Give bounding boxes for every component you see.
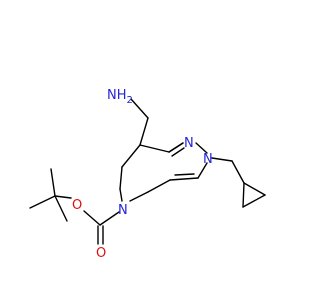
amine-label: NH2 [107,88,133,106]
bond [119,166,123,190]
bond [242,194,266,208]
carbonyl-o-label: O [96,246,106,261]
ester-o-label: O [72,198,82,213]
bond [129,191,149,202]
bond [83,210,101,226]
bond [243,182,266,196]
bond [168,142,184,153]
bond [231,160,245,184]
bond [242,182,245,208]
pyrazole-n1-label: N [184,136,194,151]
double-bond-layer [97,142,195,245]
atom-labels: NH2 N N N O O [72,88,213,261]
bond [139,117,149,146]
bond [139,144,170,153]
pyrazole-n2-label: N [203,152,213,167]
bond [130,98,149,119]
bond [195,142,208,154]
ring-n-label: N [118,203,128,218]
bond [211,157,233,162]
bond [121,144,141,168]
bond [174,173,195,176]
bond [54,195,68,222]
bond [171,147,185,157]
bond [29,195,56,209]
molecule-structure: NH2 N N N O O [29,88,266,261]
bond [119,188,123,202]
bond [147,179,171,193]
structure-canvas: NH2 N N N O O [29,88,266,261]
bond [169,177,199,181]
bond [99,211,120,226]
bond [50,168,56,197]
bond-layer [29,98,266,226]
bond [197,162,208,179]
bond [54,195,72,199]
